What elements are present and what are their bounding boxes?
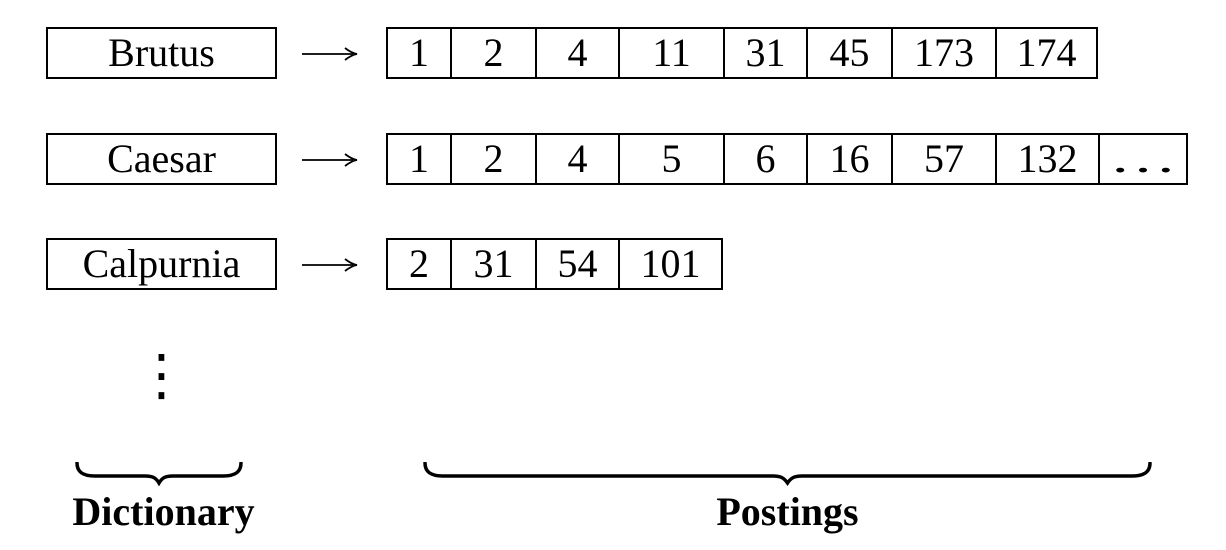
- posting-cell: 2: [450, 29, 535, 77]
- posting-cell: 1: [409, 136, 429, 181]
- posting-cell: 45: [806, 29, 891, 77]
- posting-cell: 2: [409, 241, 429, 286]
- posting-cell: 4: [535, 135, 618, 183]
- term-box-calpurnia: Calpurnia: [46, 238, 277, 290]
- postings-list-calpurnia: 2 31 54 101: [386, 238, 723, 290]
- postings-list-brutus: 1 2 4 11 31 45 173 174: [386, 27, 1098, 79]
- posting-cell: 57: [891, 135, 995, 183]
- posting-cell: 11: [618, 29, 723, 77]
- long-right-arrow-icon: [302, 47, 358, 61]
- posting-cell: 1: [409, 30, 429, 75]
- dictionary-underbrace-icon: [75, 462, 243, 486]
- posting-cell-ellipsis: …: [1098, 135, 1186, 183]
- posting-cell: 173: [891, 29, 995, 77]
- posting-cell: 31: [450, 240, 535, 288]
- postings-label: Postings: [716, 489, 859, 534]
- postings-underbrace-icon: [423, 462, 1152, 486]
- posting-cell: 101: [618, 240, 721, 288]
- term-box-caesar: Caesar: [46, 133, 277, 185]
- term-box-brutus: Brutus: [46, 27, 277, 79]
- term-label: Caesar: [107, 136, 216, 181]
- posting-cell: 5: [618, 135, 723, 183]
- vertical-ellipsis: ⋮: [133, 343, 190, 408]
- posting-cell: 31: [723, 29, 806, 77]
- postings-list-caesar: 1 2 4 5 6 16 57 132 …: [386, 133, 1188, 185]
- posting-cell: 174: [995, 29, 1096, 77]
- term-label: Calpurnia: [82, 241, 241, 286]
- posting-cell: 16: [806, 135, 891, 183]
- posting-cell: 2: [450, 135, 535, 183]
- term-label: Brutus: [108, 30, 215, 75]
- posting-cell: 132: [995, 135, 1098, 183]
- long-right-arrow-icon: [302, 153, 358, 167]
- dictionary-label: Dictionary: [72, 489, 255, 534]
- posting-cell: 4: [535, 29, 618, 77]
- long-right-arrow-icon: [302, 258, 358, 272]
- posting-cell: 54: [535, 240, 618, 288]
- posting-cell: 6: [723, 135, 806, 183]
